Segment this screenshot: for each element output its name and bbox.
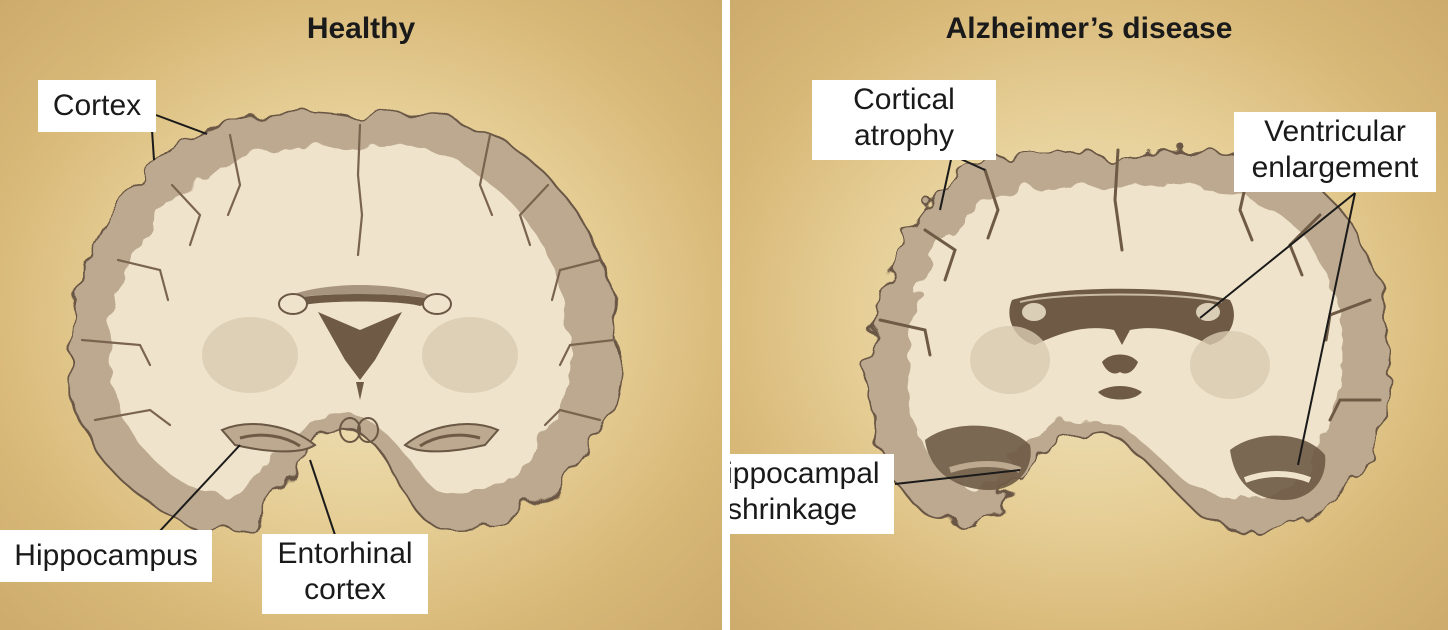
label-cortex-text: Cortex bbox=[53, 89, 141, 122]
healthy-brain-white-matter bbox=[109, 146, 570, 495]
label-cortical-atrophy: Cortical atrophy bbox=[812, 80, 996, 160]
label-ventricular-line1: Ventricular bbox=[1242, 114, 1428, 150]
label-ventricular-enlargement: Ventricular enlargement bbox=[1234, 112, 1436, 192]
label-cortical-line2: atrophy bbox=[820, 118, 988, 154]
label-cortical-line1: Cortical bbox=[820, 82, 988, 118]
label-cortex: Cortex bbox=[38, 80, 156, 132]
alzheimers-panel: Alzheimer’s disease bbox=[730, 0, 1448, 630]
label-entorhinal-line2: cortex bbox=[270, 572, 420, 608]
label-hippocampal-shrinkage: Hippocampal shrinkage bbox=[730, 454, 894, 534]
label-hippocampus: Hippocampus bbox=[0, 530, 212, 582]
label-hippocampal-line1: Hippocampal bbox=[730, 456, 886, 492]
label-hippocampal-line2: shrinkage bbox=[730, 492, 886, 528]
healthy-panel: Healthy bbox=[0, 0, 722, 630]
label-entorhinal-line1: Entorhinal bbox=[270, 536, 420, 572]
label-entorhinal-cortex: Entorhinal cortex bbox=[262, 534, 428, 614]
label-hippocampus-text: Hippocampus bbox=[14, 539, 197, 572]
label-ventricular-line2: enlargement bbox=[1242, 150, 1428, 186]
